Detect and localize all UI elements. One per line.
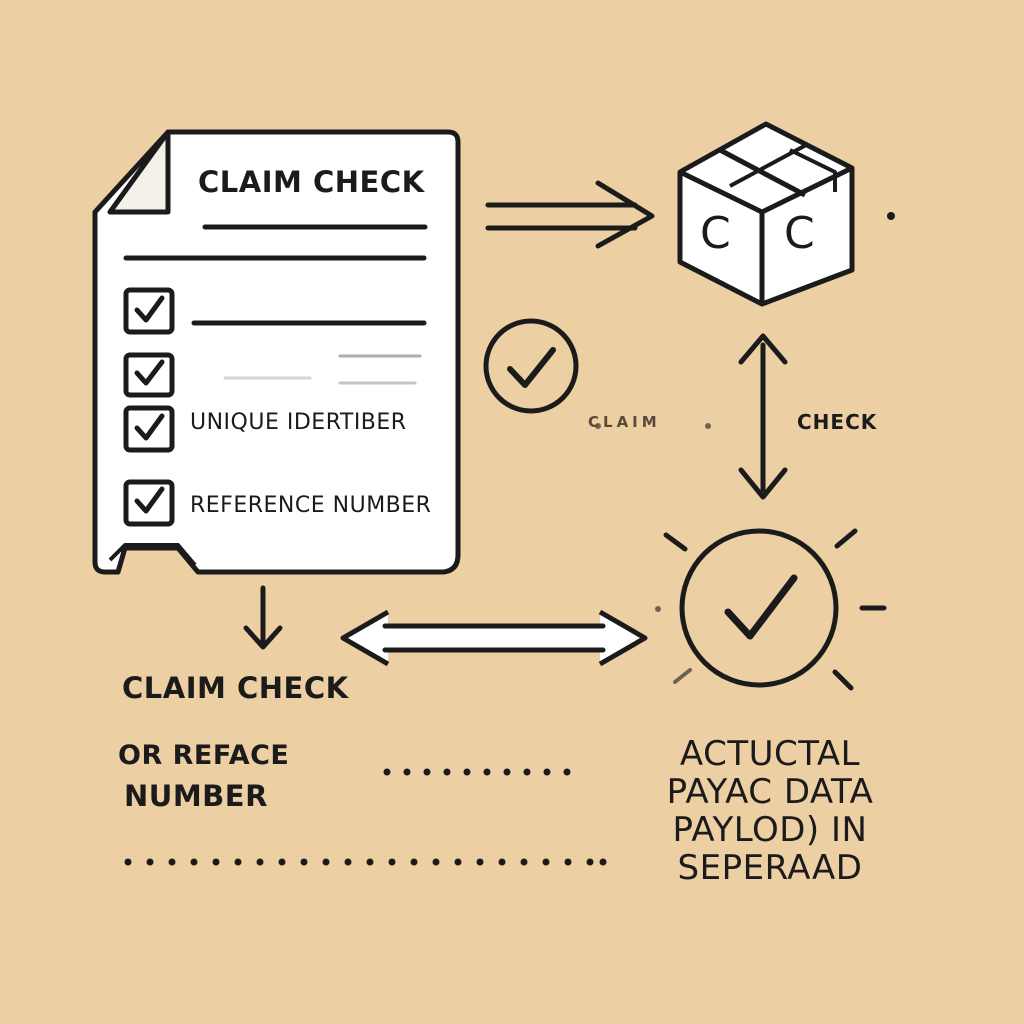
box-icon [677,121,855,307]
payload-line-3: PAYLOD) IN [672,810,868,850]
dotted-line-2 [124,858,607,866]
box-dot [887,212,895,220]
payload-line-2: PAYAC DATA [666,772,874,812]
arrow-down-icon [243,585,283,650]
payload-text-block: ACTUCTAL PAYAC DATA PAYLOD) IN SEPERAAD [615,735,925,887]
document-title: CLAIM CHECK [198,165,425,199]
checkbox-4 [123,479,175,527]
arrow-double-vertical-icon [738,333,788,500]
dotted-claim-label: CLAIM [588,413,661,431]
payload-line-4: SEPERAAD [677,848,863,888]
bottom-reference-line-2: NUMBER [124,779,268,813]
box-letter-left: C [700,208,731,259]
checkbox-1 [123,287,175,335]
bottom-reference-line-1: OR REFACE [118,740,290,771]
arrow-right-icon [485,180,655,249]
document-icon [92,129,461,575]
document-item-unique-identifier: UNIQUE IDERTIBER [190,410,407,435]
bottom-claim-check-title: CLAIM CHECK [122,671,349,705]
checkbox-2 [123,352,175,398]
payload-line-1: ACTUCTAL [679,734,861,774]
arrow-double-horizontal-icon [340,609,648,667]
dotted-line-1 [383,768,571,776]
box-letter-right: C [784,208,815,259]
check-circle-icon [483,318,579,414]
document-item-reference-number: REFERENCE NUMBER [190,493,432,518]
sunburst-check-icon [655,528,887,691]
check-label: CHECK [797,410,878,434]
checkbox-3 [123,405,175,453]
